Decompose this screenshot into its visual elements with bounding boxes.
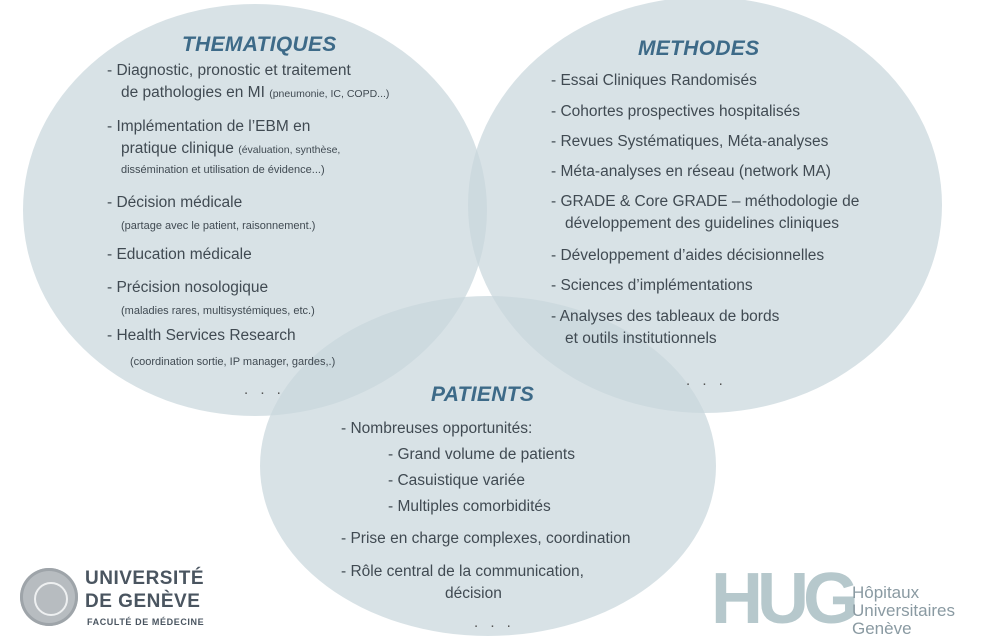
methodes-item-8: - Analyses des tableaux de bords — [551, 308, 780, 325]
patients-ellipsis: . . . — [474, 614, 515, 631]
thematiques-item-3: - Décision médicale — [107, 194, 243, 211]
thematiques-title: THEMATIQUES — [182, 33, 337, 56]
thematiques-item-2-note: dissémination et utilisation de évidence… — [121, 164, 325, 176]
thematiques-circle — [23, 4, 487, 416]
patients-item-3: - Rôle central de la communication, — [341, 563, 584, 580]
methodes-item-7: - Sciences d’implémentations — [551, 277, 753, 294]
unige-faculty: FACULTÉ DE MÉDECINE — [87, 617, 205, 627]
methodes-item-2: - Cohortes prospectives hospitalisés — [551, 103, 800, 120]
hug-name-line1: Hôpitaux — [852, 583, 920, 602]
methodes-title: METHODES — [638, 37, 760, 60]
unige-name-line2: DE GENÈVE — [85, 591, 201, 612]
patients-circle — [260, 296, 716, 636]
thematiques-item-5: - Précision nosologique — [107, 279, 269, 296]
patients-item-2: - Prise en charge complexes, coordinatio… — [341, 530, 631, 547]
methodes-ellipsis: . . . — [686, 372, 727, 389]
hug-name-line2: Universitaires — [852, 601, 955, 620]
methodes-item-5: - GRADE & Core GRADE – méthodologie de — [551, 193, 860, 210]
patients-title: PATIENTS — [431, 383, 535, 406]
patients-item-1: - Nombreuses opportunités: — [341, 420, 533, 437]
methodes-circle — [468, 0, 942, 413]
methodes-item-5-cont: développement des guidelines cliniques — [565, 215, 840, 232]
hug-logo-mark: HUG — [711, 559, 859, 639]
hug-name-line3: Genève — [852, 619, 912, 638]
thematiques-item-5-note: (maladies rares, multisystémiques, etc.) — [121, 305, 315, 317]
thematiques-item-4: - Education médicale — [107, 246, 252, 263]
patients-subitem-3: - Multiples comorbidités — [388, 498, 551, 515]
methodes-item-6: - Développement d’aides décisionnelles — [551, 247, 825, 264]
methodes-item-4: - Méta-analyses en réseau (network MA) — [551, 163, 831, 180]
methodes-item-1: - Essai Cliniques Randomisés — [551, 72, 757, 89]
thematiques-item-6-note: (coordination sortie, IP manager, gardes… — [130, 356, 336, 368]
thematiques-ellipsis: . . . — [244, 381, 285, 398]
unige-name-line1: UNIVERSITÉ — [85, 568, 205, 589]
patients-item-3-cont: décision — [445, 585, 502, 602]
thematiques-item-2: - Implémentation de l’EBM en — [107, 118, 311, 135]
thematiques-item-1: - Diagnostic, pronostic et traitement — [107, 62, 351, 79]
thematiques-item-3-note: (partage avec le patient, raisonnement.) — [121, 220, 316, 232]
thematiques-item-2-cont: pratique clinique (évaluation, synthèse, — [121, 140, 341, 157]
patients-subitem-1: - Grand volume de patients — [388, 446, 575, 463]
university-seal-icon — [20, 568, 78, 626]
thematiques-item-1-cont: de pathologies en MI (pneumonie, IC, COP… — [121, 84, 390, 101]
thematiques-item-6: - Health Services Research — [107, 327, 296, 344]
methodes-item-8-cont: et outils institutionnels — [565, 330, 717, 347]
patients-subitem-2: - Casuistique variée — [388, 472, 525, 489]
methodes-item-3: - Revues Systématiques, Méta-analyses — [551, 133, 829, 150]
